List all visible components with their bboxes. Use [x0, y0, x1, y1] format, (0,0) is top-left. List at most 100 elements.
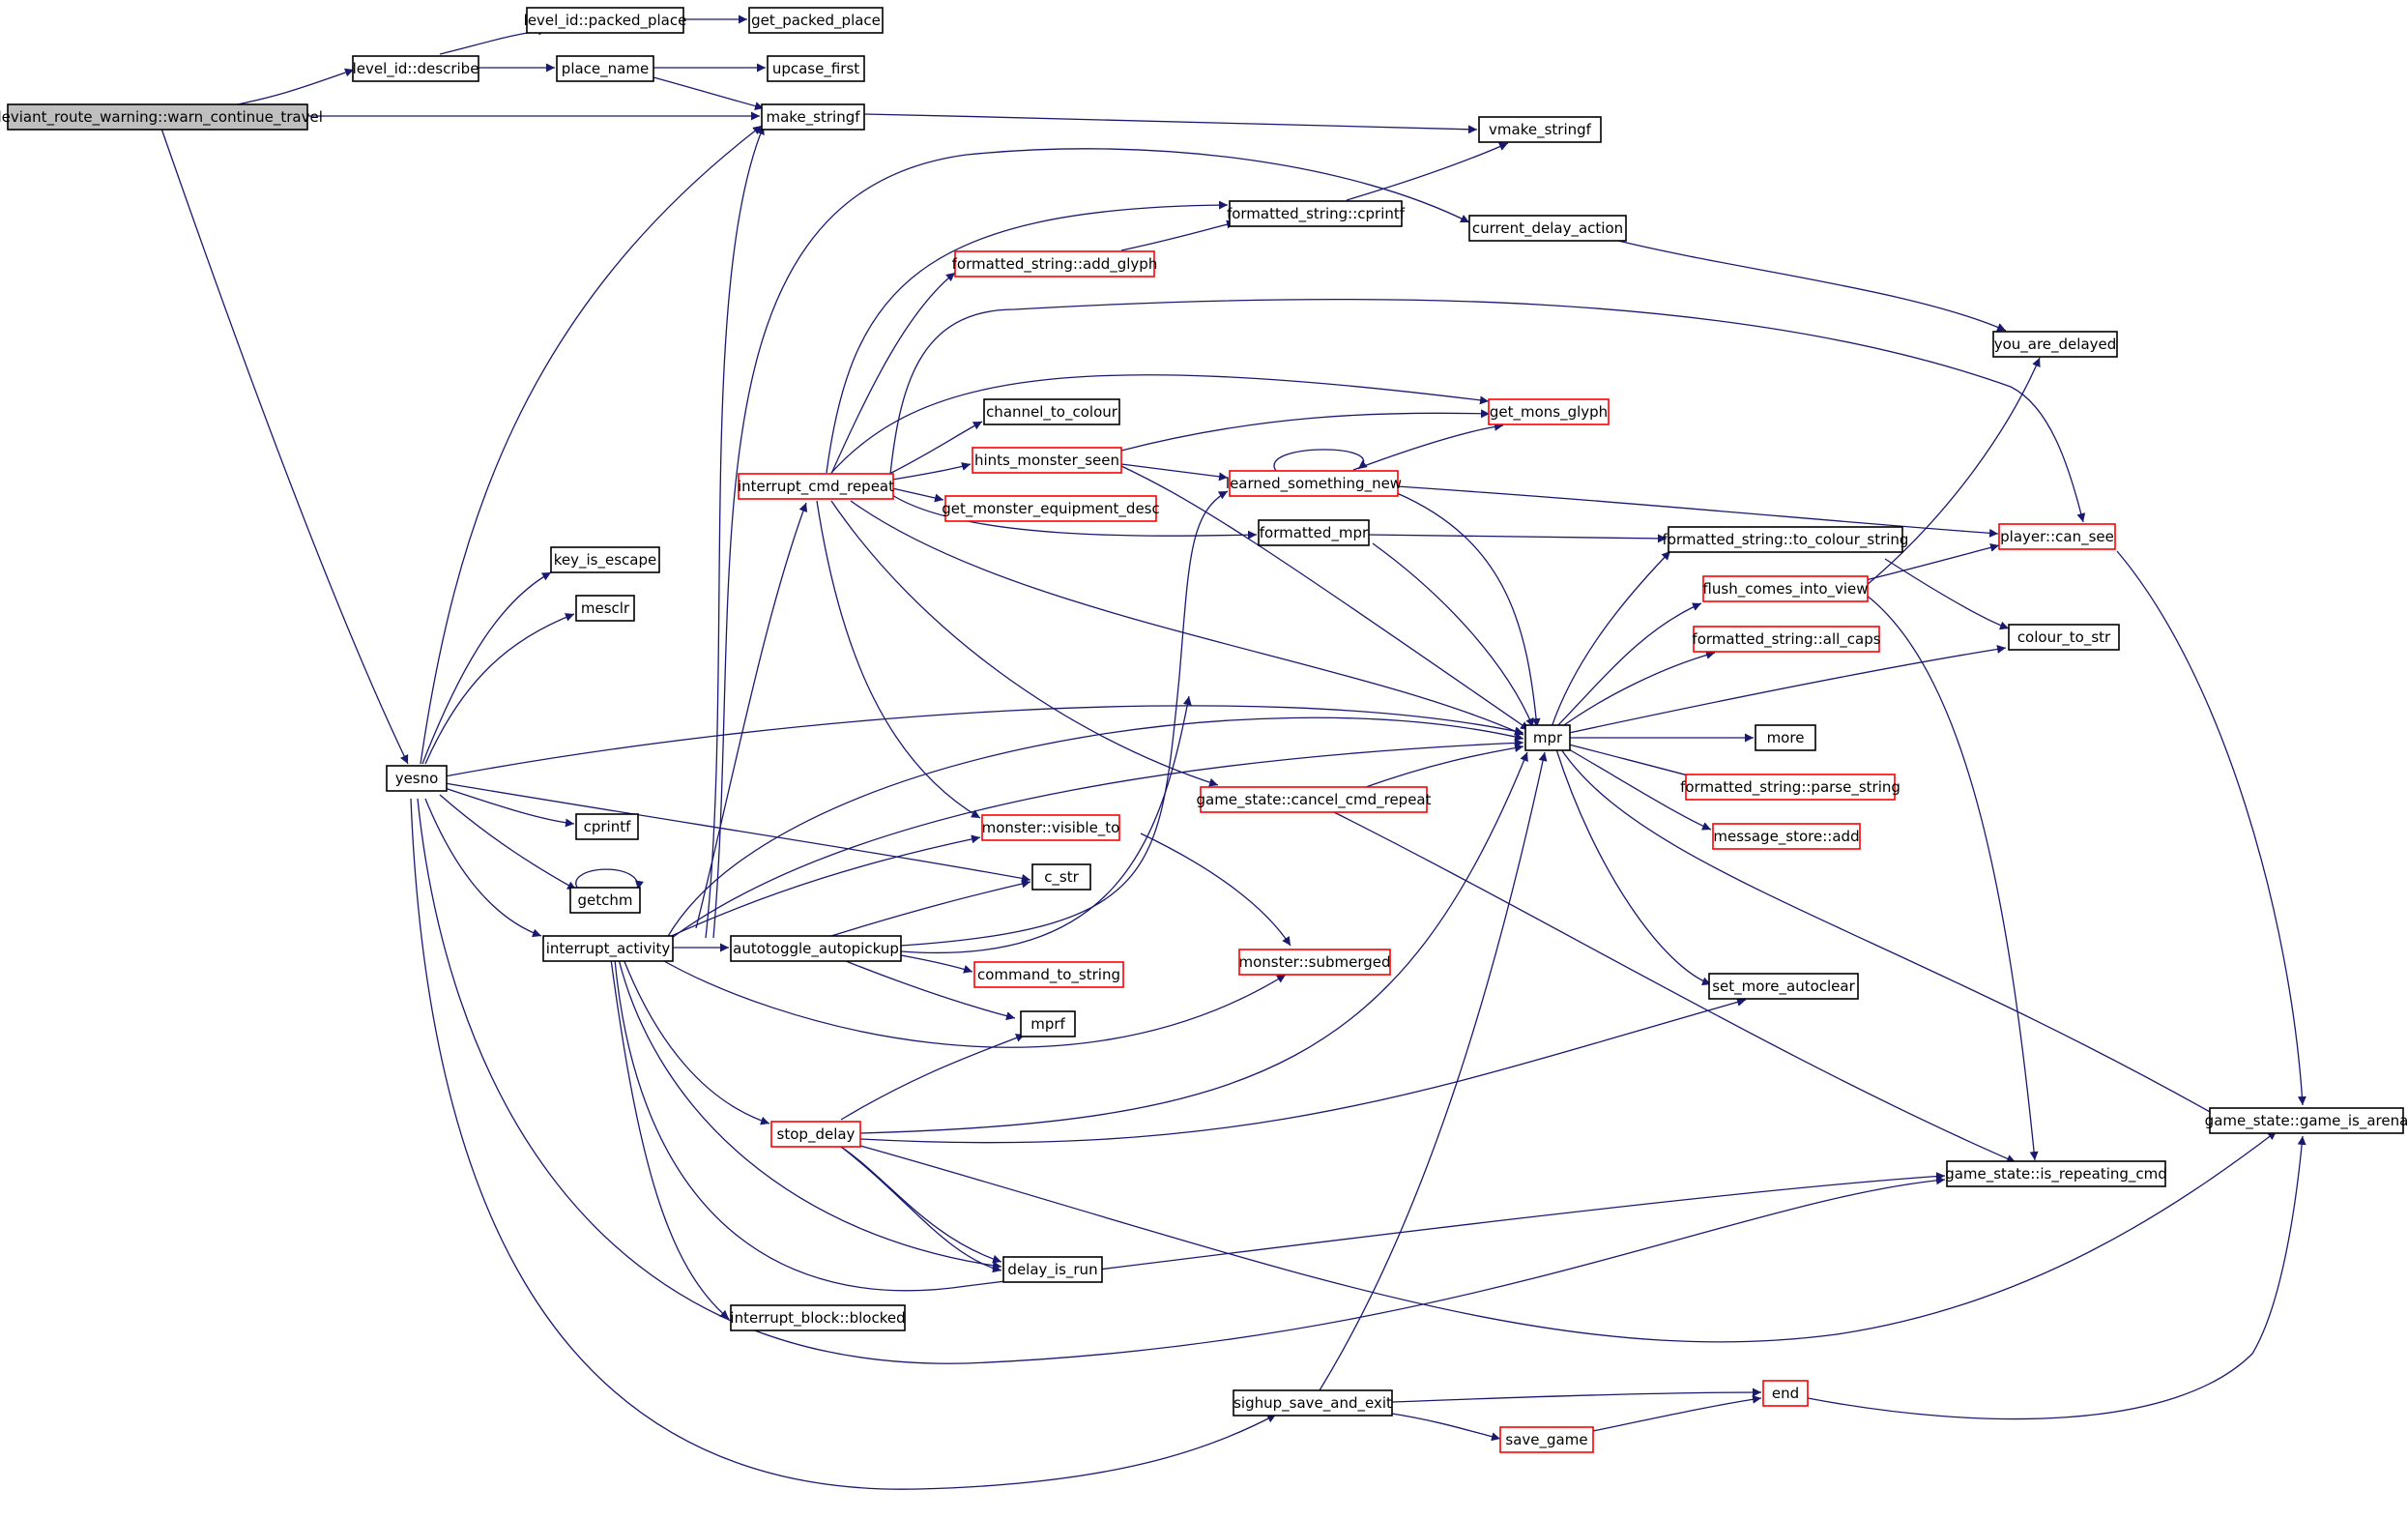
node-label: getchm: [578, 891, 633, 909]
node-box: [575, 813, 639, 840]
node-label: mprf: [1030, 1015, 1065, 1033]
node-label: command_to_string: [977, 966, 1120, 984]
node-label: more: [1767, 729, 1805, 746]
node-lid-packed[interactable]: level_id::packed_place: [524, 7, 687, 34]
node-set-more[interactable]: set_more_autoclear: [1708, 973, 1859, 1000]
node-deviant[interactable]: deviant_route_warning::warn_continue_tra…: [0, 103, 323, 131]
node-end[interactable]: end: [1762, 1380, 1809, 1407]
node-gs-arena[interactable]: game_state::game_is_arena: [2205, 1107, 2408, 1134]
node-fs-to-colour[interactable]: formatted_string::to_colour_string: [1663, 526, 1909, 553]
node-box: [2008, 624, 2120, 651]
edge-cancel-repeating: [1333, 811, 2016, 1163]
node-box: [972, 447, 1122, 474]
node-label: game_state::game_is_arena: [2205, 1112, 2408, 1130]
node-box: [1998, 523, 2116, 550]
node-label: formatted_string::cprintf: [1227, 205, 1406, 223]
node-gs-repeating[interactable]: game_state::is_repeating_cmd: [1945, 1160, 2167, 1187]
node-c-str[interactable]: c_str: [1031, 863, 1091, 891]
node-box: [352, 55, 479, 82]
node-more[interactable]: more: [1755, 724, 1816, 751]
node-yesno[interactable]: yesno: [386, 765, 448, 792]
edge-learned-player: [1396, 485, 1999, 538]
node-delay-run[interactable]: delay_is_run: [1002, 1256, 1103, 1283]
node-label: place_name: [562, 60, 649, 78]
node-fs-cprintf[interactable]: formatted_string::cprintf: [1227, 200, 1406, 227]
node-get-mons-glyph[interactable]: get_mons_glyph: [1488, 398, 1610, 425]
node-fs-parse[interactable]: formatted_string::parse_string: [1680, 774, 1900, 801]
edge-fsmpr-mpr: [1372, 542, 1534, 728]
node-label: formatted_string::all_caps: [1692, 630, 1880, 649]
edge-curdelay-delayed: [1613, 239, 2007, 332]
node-cprintf[interactable]: cprintf: [575, 813, 639, 840]
node-box: [1702, 575, 1869, 602]
node-upcase-first[interactable]: upcase_first: [767, 55, 865, 82]
edge-yesno-interrupt: [424, 798, 542, 938]
node-box: [542, 935, 674, 962]
node-learned-new[interactable]: learned_something_new: [1226, 470, 1402, 497]
node-mesclr[interactable]: mesclr: [575, 595, 635, 622]
node-label: key_is_escape: [554, 551, 656, 570]
node-interrupt-cmd[interactable]: interrupt_cmd_repeat: [738, 473, 894, 500]
node-label: deviant_route_warning::warn_continue_tra…: [0, 108, 323, 127]
node-fs-add-glyph[interactable]: formatted_string::add_glyph: [952, 250, 1158, 278]
node-getchm[interactable]: getchm: [569, 887, 641, 914]
node-label: interrupt_cmd_repeat: [738, 478, 894, 496]
node-channel-colour[interactable]: channel_to_colour: [983, 398, 1120, 425]
node-mon-visible[interactable]: monster::visible_to: [981, 814, 1120, 841]
node-box: [1946, 1160, 2166, 1187]
node-label: level_id::packed_place: [524, 12, 687, 30]
node-key-escape[interactable]: key_is_escape: [550, 546, 660, 573]
node-mpr[interactable]: mpr: [1524, 724, 1571, 751]
edge-yesno-make_stringf: [420, 125, 763, 765]
node-stop-delay[interactable]: stop_delay: [770, 1121, 861, 1148]
node-box: [1031, 863, 1091, 891]
edge-getchm-self: [575, 868, 644, 891]
node-label: colour_to_str: [2017, 628, 2111, 647]
edge-mpr-allcaps: [1560, 651, 1716, 728]
edge-yesno-cprintf: [444, 787, 575, 828]
node-label: flush_comes_into_view: [1702, 580, 1868, 599]
node-formatted-mpr[interactable]: formatted_mpr: [1258, 519, 1370, 546]
edge-stop-delayrun: [840, 1146, 1002, 1264]
node-hints-seen[interactable]: hints_monster_seen: [972, 447, 1122, 474]
edge-yesno-keyescape: [421, 571, 552, 765]
edge-ia-monvisible: [666, 834, 981, 939]
edge-icr-mpr: [850, 500, 1524, 736]
node-cmd-to-string[interactable]: command_to_string: [973, 961, 1124, 988]
node-label: player::can_see: [2000, 528, 2114, 546]
node-save-game[interactable]: save_game: [1499, 1426, 1594, 1453]
node-label: upcase_first: [772, 60, 859, 78]
node-label: you_are_delayed: [1994, 336, 2117, 354]
node-vmake-stringf[interactable]: vmake_stringf: [1478, 116, 1602, 143]
node-label: autotoggle_autopickup: [733, 940, 899, 958]
node-player-see[interactable]: player::can_see: [1998, 523, 2116, 550]
node-box: [1200, 786, 1428, 813]
node-get-equip[interactable]: get_monster_equipment_desc: [942, 495, 1160, 522]
node-mon-submerged[interactable]: monster::submerged: [1238, 949, 1391, 976]
node-ib-blocked[interactable]: interrupt_block::blocked: [730, 1304, 906, 1331]
node-interrupt-act[interactable]: interrupt_activity: [542, 935, 674, 962]
node-flush-view[interactable]: flush_comes_into_view: [1702, 575, 1869, 602]
node-lid-describe[interactable]: level_id::describe: [352, 55, 479, 82]
node-label: mesclr: [581, 599, 630, 617]
node-make-stringf[interactable]: make_stringf: [761, 103, 865, 131]
node-get-packed[interactable]: get_packed_place: [748, 7, 884, 34]
edge-mpr-colourstr: [1568, 644, 2007, 734]
node-sighup[interactable]: sighup_save_and_exit: [1233, 1389, 1393, 1417]
node-you-delayed[interactable]: you_are_delayed: [1992, 331, 2118, 358]
node-fs-all-caps[interactable]: formatted_string::all_caps: [1692, 626, 1881, 653]
node-label: level_id::describe: [353, 60, 479, 78]
edge-auto-mprf: [840, 958, 1016, 1021]
node-mprf[interactable]: mprf: [1020, 1010, 1076, 1037]
edge-cancel-mpr: [1362, 744, 1524, 789]
node-place-name[interactable]: place_name: [556, 55, 654, 82]
node-label: monster::submerged: [1238, 953, 1390, 971]
edge-player-arena: [2116, 550, 2306, 1106]
edge-addglyph-fscprintf: [1120, 219, 1236, 251]
node-colour-str[interactable]: colour_to_str: [2008, 624, 2120, 651]
edge-ia-curdelay: [712, 148, 1470, 939]
node-msg-add[interactable]: message_store::add: [1712, 823, 1861, 850]
node-gs-cancel[interactable]: game_state::cancel_cmd_repeat: [1196, 786, 1432, 813]
node-cur-delay[interactable]: current_delay_action: [1468, 215, 1627, 242]
node-autotoggle[interactable]: autotoggle_autopickup: [730, 935, 902, 962]
